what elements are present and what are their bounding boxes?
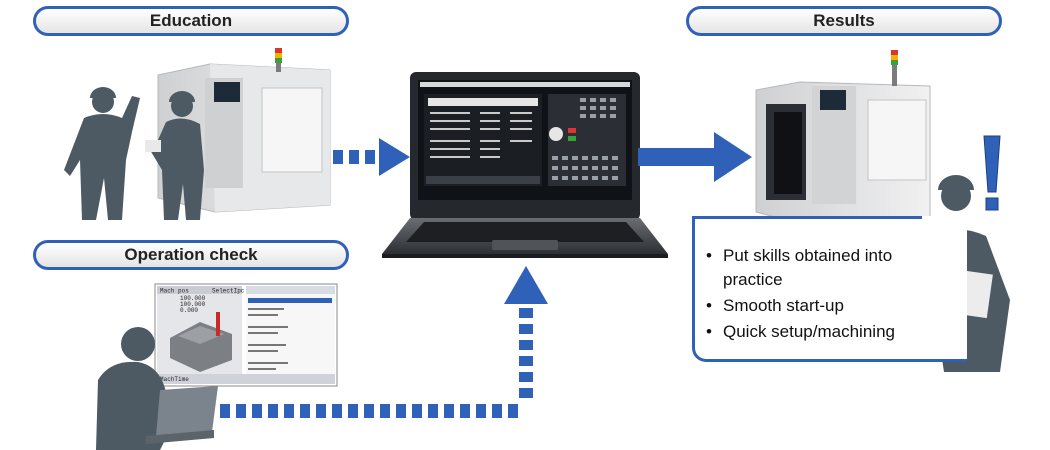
screen-mach-time: MachTime: [160, 376, 189, 383]
operation-check-label: Operation check: [33, 240, 349, 270]
arrow-operation-to-laptop: [220, 266, 548, 418]
operation-check-screen: Mach pos SelectIpc 100.000 100.000 0.000…: [154, 283, 338, 387]
screen-x-value: 100.000: [180, 295, 206, 302]
list-item: Put skills obtained into practice: [706, 244, 916, 292]
education-machine: [157, 48, 331, 213]
results-list: Put skills obtained into practice Smooth…: [706, 244, 916, 346]
education-workers: [64, 87, 204, 220]
screen-mach-pos: Mach pos: [160, 288, 189, 295]
exclamation-icon: [983, 135, 1001, 211]
machine-screen: [820, 90, 846, 110]
laptop: [382, 72, 668, 258]
results-machine: [755, 50, 931, 227]
list-item: Smooth start-up: [706, 294, 916, 318]
operation-check-worker: [96, 327, 218, 450]
arrow-laptop-to-results: [638, 132, 752, 182]
screen-y-value: 100.000: [180, 301, 206, 308]
screen-z-value: 0.000: [180, 307, 198, 314]
education-label: Education: [33, 6, 349, 36]
list-item: Quick setup/machining: [706, 320, 916, 344]
results-label: Results: [686, 6, 1002, 36]
arrow-education-to-laptop: [333, 138, 410, 176]
screen-selectipc: SelectIpc: [212, 288, 245, 295]
machine-screen: [214, 82, 240, 102]
